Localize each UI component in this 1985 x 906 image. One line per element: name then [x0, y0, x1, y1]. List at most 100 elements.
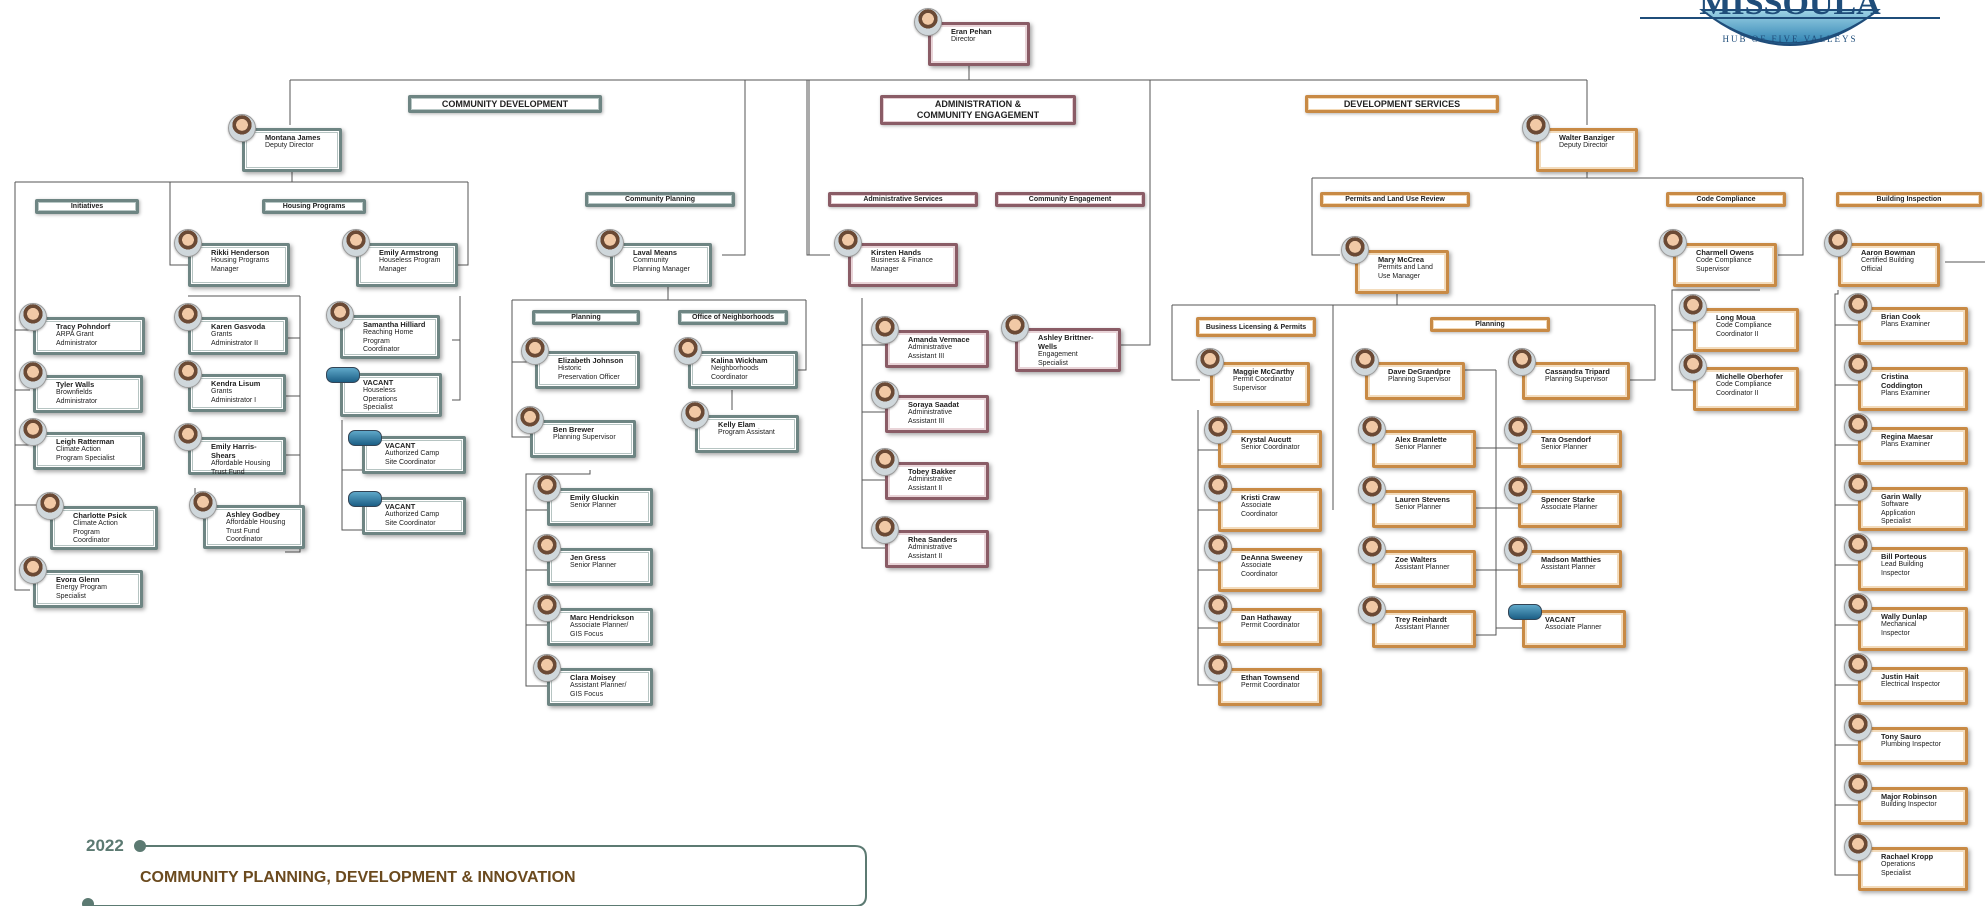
city-logo-icon: [348, 430, 382, 446]
avatar: [1204, 416, 1232, 444]
person-name: Alex Bramlette: [1395, 435, 1447, 444]
person-title: Code Compliance Supervisor: [1696, 257, 1752, 273]
person-title: Houseless Operations Specialist: [363, 387, 398, 411]
avatar: [36, 492, 64, 520]
person-name: VACANT: [385, 502, 416, 511]
footer-year: 2022: [86, 836, 124, 855]
person-title: Deputy Director: [265, 142, 314, 149]
dept-development-services: DEVELOPMENT SERVICES: [1305, 95, 1499, 113]
avatar: [1522, 114, 1550, 142]
avatar: [834, 229, 862, 257]
person-name: Michelle Oberhofer: [1716, 372, 1783, 381]
person-title: Associate Planner: [1541, 504, 1598, 511]
city-logo-icon: [1508, 604, 1542, 620]
person-title: Affordable Housing Trust Fund Coordinato…: [226, 519, 286, 543]
person-name: Kirsten Hands: [871, 248, 922, 257]
avatar: [521, 337, 549, 365]
person-name: Rikki Henderson: [211, 248, 270, 257]
dept-administration: ADMINISTRATION & COMMUNITY ENGAGEMENT: [880, 95, 1076, 125]
avatar: [174, 423, 202, 451]
avatar: [871, 448, 899, 476]
person-name: Aaron Bowman: [1861, 248, 1916, 257]
person-title: Permit Coordinator: [1241, 682, 1300, 689]
person-title: Associate Coordinator: [1241, 562, 1278, 578]
avatar: [533, 534, 561, 562]
person-title: Software Application Specialist: [1881, 501, 1916, 525]
person-name: Leigh Ratterman: [56, 437, 115, 446]
person-title: Housing Programs Manager: [211, 257, 269, 273]
person-title: Planning Supervisor: [1545, 376, 1608, 383]
person-name: Dan Hathaway: [1241, 613, 1292, 622]
person-name: Kristi Craw: [1241, 493, 1281, 502]
person-name: VACANT: [1545, 615, 1576, 624]
avatar: [1844, 713, 1872, 741]
person-name: Madson Matthies: [1541, 555, 1601, 564]
avatar: [596, 229, 624, 257]
person-name: Walter Banziger: [1559, 133, 1615, 142]
avatar: [871, 516, 899, 544]
avatar: [1204, 474, 1232, 502]
